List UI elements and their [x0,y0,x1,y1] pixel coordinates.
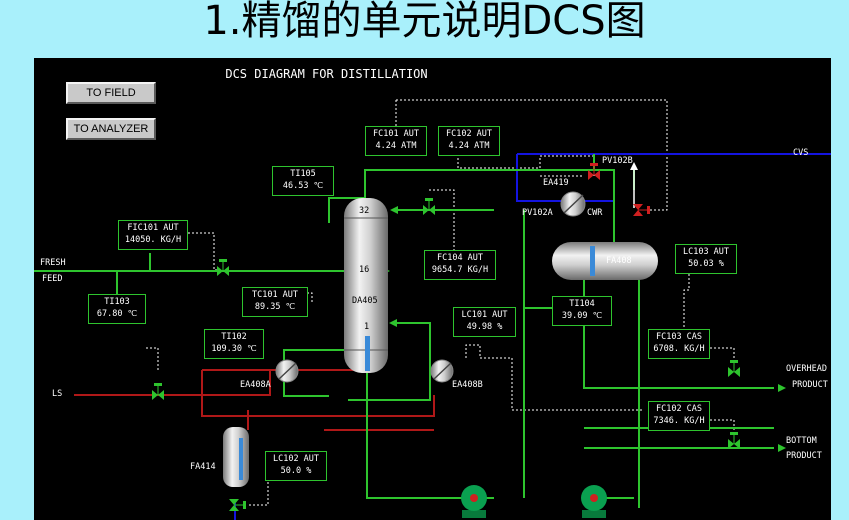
fc101-value: 4.24 ATM [375,141,417,151]
distillation-column [344,198,388,373]
fic101-tag: FIC101 AUT [127,223,179,233]
fc101-faceplate[interactable]: FC101 AUT 4.24 ATM [365,126,427,156]
ti104-faceplate[interactable]: TI104 39.09 ℃ [552,296,612,326]
fic101-value: 14050. KG/H [124,235,182,245]
fa408-label: FA408 [606,256,632,266]
fc103-value: 6708. KG/H [653,344,705,354]
lc103-faceplate[interactable]: LC103 AUT 50.03 % [675,244,737,274]
tray-1-label: 1 [364,322,370,332]
steam-lines [74,369,435,431]
lc103-value: 50.03 % [688,259,724,269]
ti104-value: 39.09 ℃ [561,311,603,321]
fc102-top-tag: FC102 AUT [445,129,493,139]
ti105-value: 46.53 ℃ [282,181,324,191]
fc102-bottom-tag: FC102 CAS [655,404,703,414]
to-field-button[interactable]: TO FIELD [66,82,156,104]
fc102-top-value: 4.24 ATM [448,141,490,151]
ti104-tag: TI104 [569,299,595,309]
ti102-faceplate[interactable]: TI102 109.30 ℃ [204,329,264,359]
cvs-label: CVS [793,148,809,158]
da405-label: DA405 [352,296,378,306]
ls-label: LS [52,389,63,399]
heat-exchangers [275,191,586,383]
tray-16-label: 16 [359,265,370,275]
ti103-faceplate[interactable]: TI103 67.80 ℃ [88,294,146,324]
overhead-product-label: PRODUCT [792,380,828,390]
fa414-label: FA414 [190,462,216,472]
pumps [461,485,607,518]
ea408b-label: EA408B [452,380,483,390]
ti102-value: 109.30 ℃ [211,344,257,354]
lc102-value: 50.0 % [280,466,312,476]
ti105-faceplate[interactable]: TI105 46.53 ℃ [272,166,334,196]
dcs-panel: DCS DIAGRAM FOR DISTILLATION TO FIELD TO… [34,58,831,520]
diagram-title: DCS DIAGRAM FOR DISTILLATION [225,67,428,81]
ti105-tag: TI105 [290,169,316,179]
fc104-faceplate[interactable]: FC104 AUT 9654.7 KG/H [424,250,496,280]
tc101-tag: TC101 AUT [251,290,299,300]
tray-32-label: 32 [359,206,370,216]
ti103-value: 67.80 ℃ [96,309,138,319]
pv102b-label: PV102B [602,156,633,166]
fc102-bottom-value: 7346. KG/H [653,416,705,426]
lc101-value: 49.98 % [466,322,503,332]
fc104-value: 9654.7 KG/H [431,265,489,275]
lc103-tag: LC103 AUT [682,247,730,257]
feed-label: FEED [42,274,63,284]
bottom-product-label: PRODUCT [786,451,822,461]
lc102-tag: LC102 AUT [272,454,320,464]
ea419-label: EA419 [543,178,569,188]
control-valves [152,163,740,511]
fc103-faceplate[interactable]: FC103 CAS 6708. KG/H [648,329,710,359]
overhead-label: OVERHEAD [786,364,827,374]
fc104-tag: FC104 AUT [436,253,484,263]
fc103-tag: FC103 CAS [655,332,703,342]
pv102a-label: PV102A [522,208,553,218]
fic101-faceplate[interactable]: FIC101 AUT 14050. KG/H [118,220,188,250]
reflux-drum [552,242,658,280]
tc101-value: 89.35 ℃ [254,302,296,312]
to-analyzer-button[interactable]: TO ANALYZER [66,118,156,140]
fc102-bottom-faceplate[interactable]: FC102 CAS 7346. KG/H [648,401,710,431]
slide-title: 1.精馏的单元说明DCS图 [203,0,646,44]
bottom-label: BOTTOM [786,436,817,446]
fc102-top-faceplate[interactable]: FC102 AUT 4.24 ATM [438,126,500,156]
reboiler-drum [223,427,249,487]
tc101-faceplate[interactable]: TC101 AUT 89.35 ℃ [242,287,308,317]
fc101-tag: FC101 AUT [372,129,420,139]
ti102-tag: TI102 [221,332,247,342]
ea408a-label: EA408A [240,380,271,390]
cwr-label: CWR [587,208,603,218]
ti103-tag: TI103 [104,297,130,307]
fresh-label: FRESH [40,258,66,268]
lc101-faceplate[interactable]: LC101 AUT 49.98 % [453,307,516,337]
lc102-faceplate[interactable]: LC102 AUT 50.0 % [265,451,327,481]
lc101-tag: LC101 AUT [461,310,508,320]
vent-arrow [630,162,638,170]
